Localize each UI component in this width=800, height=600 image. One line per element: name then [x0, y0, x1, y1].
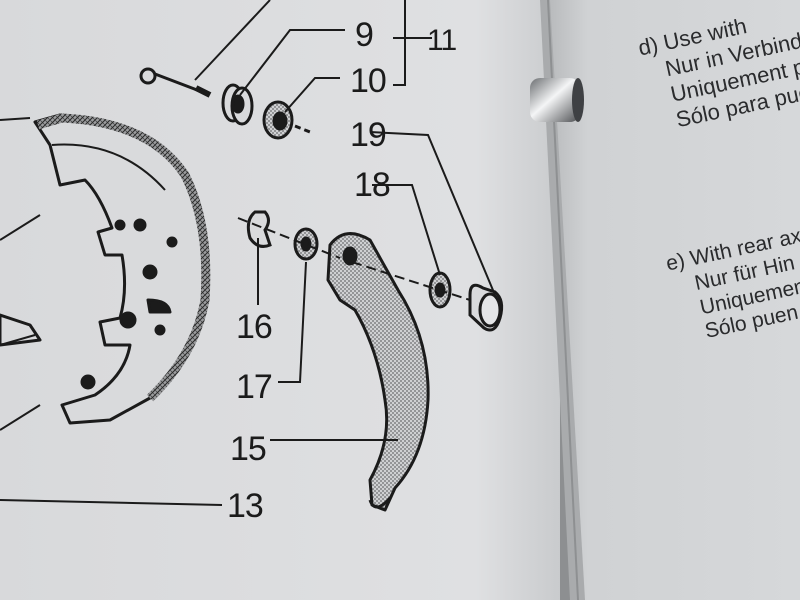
- brake-shoe-drawing: [0, 113, 211, 425]
- pin-assembly: [139, 67, 311, 140]
- lever-part-15: [326, 232, 430, 512]
- washer-row: [237, 210, 504, 332]
- right-page: [550, 0, 800, 600]
- left-page: [0, 0, 560, 600]
- leader-lines: [0, 0, 496, 506]
- callout-10: 10: [350, 62, 387, 100]
- callout-9: 9: [355, 16, 374, 54]
- callout-11: 11: [427, 24, 457, 57]
- binder-ring: [530, 78, 584, 122]
- callout-16: 16: [236, 308, 273, 346]
- callout-19: 19: [350, 116, 387, 154]
- callout-18: 18: [354, 166, 391, 204]
- callout-17: 17: [236, 368, 273, 406]
- callout-13: 13: [227, 487, 264, 525]
- callout-15: 15: [230, 430, 267, 468]
